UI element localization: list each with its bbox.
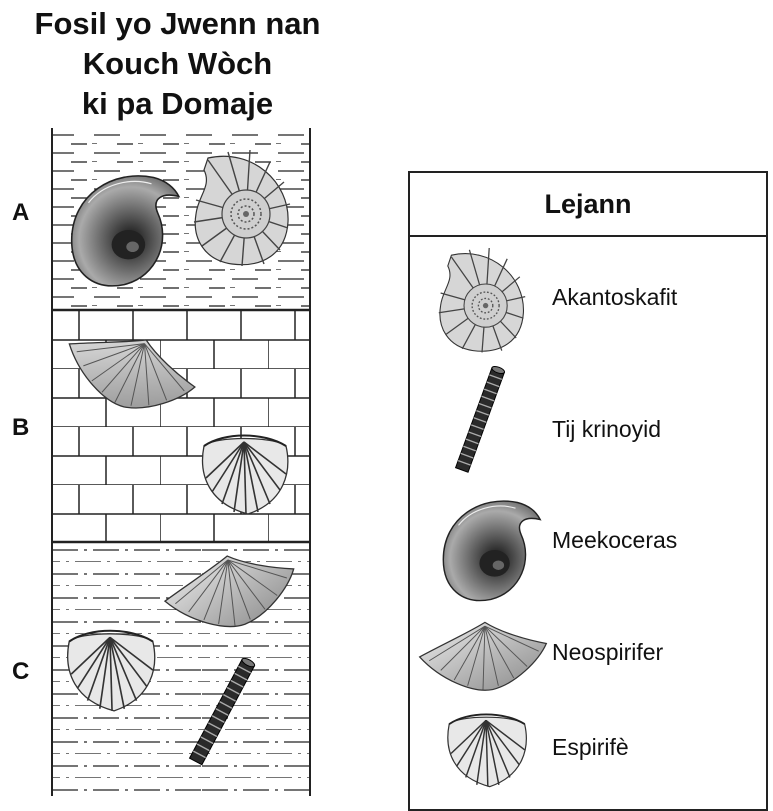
legend-label-espirife: Espirifè (552, 734, 629, 761)
legend-label-neospirifer: Neospirifer (552, 639, 663, 666)
legend-title: Lejann (410, 173, 766, 237)
legend-label-akantoskafit: Akantoskafit (552, 284, 677, 311)
legend-label-meekoceras: Meekoceras (552, 527, 677, 554)
legend: Lejann (408, 171, 768, 811)
legend-label-tij-krinoyid: Tij krinoyid (552, 416, 661, 443)
